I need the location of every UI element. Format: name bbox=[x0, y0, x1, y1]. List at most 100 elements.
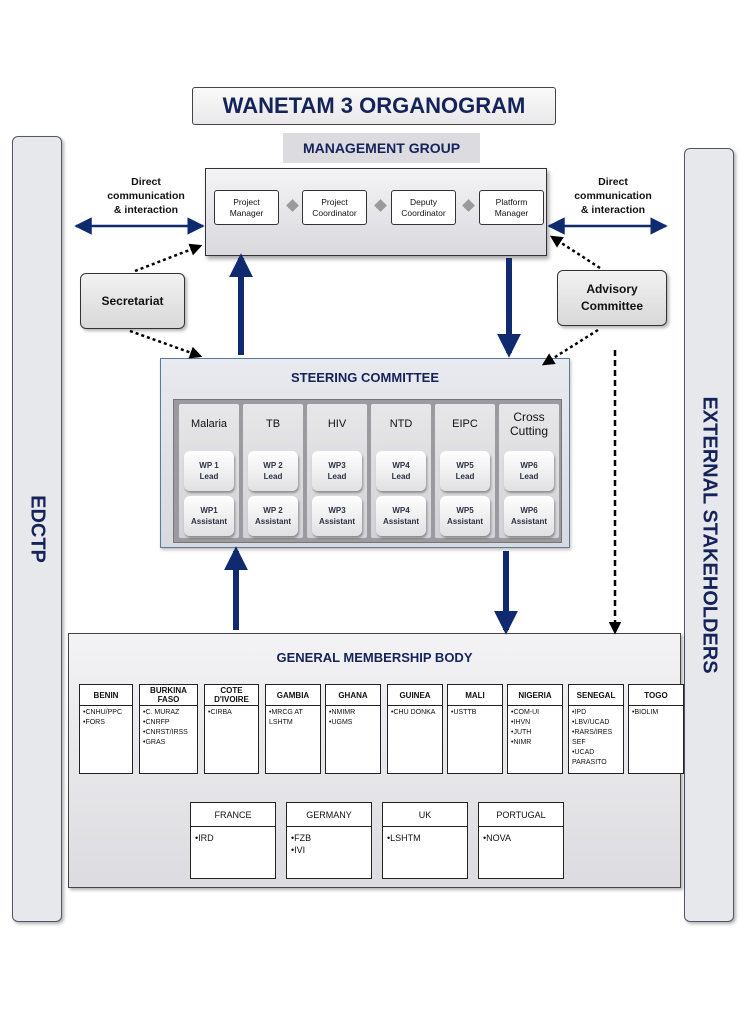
wp-column-name: TB bbox=[265, 418, 281, 430]
member-item: JUTH bbox=[511, 728, 559, 738]
role-deputy-coordinator: Deputy Coordinator bbox=[391, 190, 456, 225]
country-name: FRANCE bbox=[191, 803, 275, 827]
member-list: CNHU/PPC FORS bbox=[80, 706, 132, 728]
member-list: IPD LBV/UCAD RARS/IRES SEF UCAD PARASITO bbox=[569, 706, 623, 768]
country-name: PORTUGAL bbox=[479, 803, 563, 827]
edctp-bar: EDCTP bbox=[12, 136, 62, 922]
wp-assistant-box: WP6 Assistant bbox=[504, 496, 554, 536]
country-name: GUINEA bbox=[388, 685, 442, 706]
country-box-france: FRANCE IRD bbox=[190, 802, 276, 879]
steering-committee-box: STEERING COMMITTEE Malaria WP 1 Lead WP1… bbox=[160, 358, 570, 548]
country-name: BENIN bbox=[80, 685, 132, 706]
member-list: LSHTM bbox=[383, 827, 467, 844]
country-box-portugal: PORTUGAL NOVA bbox=[478, 802, 564, 879]
general-membership-title: GENERAL MEMBERSHIP BODY bbox=[276, 650, 473, 665]
member-item: CNRFP bbox=[143, 718, 194, 728]
member-item: CNHU/PPC bbox=[83, 708, 129, 718]
member-item: IHVN bbox=[511, 718, 559, 728]
member-item: RARS/IRES SEF bbox=[572, 728, 620, 748]
member-list: NMIMR UGMS bbox=[326, 706, 380, 728]
general-membership-box: GENERAL MEMBERSHIP BODY BENIN CNHU/PPC F… bbox=[68, 633, 684, 888]
member-item: FZB bbox=[291, 832, 367, 844]
wp-column-name: EIPC bbox=[452, 418, 478, 430]
member-item: NIMR bbox=[511, 738, 559, 748]
member-item: CHU DONKA bbox=[391, 708, 439, 718]
wp-column-name: HIV bbox=[327, 418, 347, 430]
wp-lead-box: WP4 Lead bbox=[376, 451, 426, 491]
member-list: IRD bbox=[191, 827, 275, 844]
member-item: UGMS bbox=[329, 718, 377, 728]
country-box-burkina-faso: BURKINA FASO C. MURAZ CNRFP CNRST/IRSS G… bbox=[139, 684, 198, 774]
country-box-togo: TOGO BIOLIM bbox=[628, 684, 684, 774]
country-box-mali: MALI USTTB bbox=[447, 684, 503, 774]
country-box-ghana: GHANA NMIMR UGMS bbox=[325, 684, 381, 774]
work-package-panel: Malaria WP 1 Lead WP1 Assistant TB WP 2 … bbox=[173, 399, 562, 543]
wp-lead-box: WP3 Lead bbox=[312, 451, 362, 491]
country-box-nigeria: NIGERIA COM-UI IHVN JUTH NIMR bbox=[507, 684, 563, 774]
country-box-cote-divoire: COTE D'IVOIRE CIRBA bbox=[204, 684, 259, 774]
member-item: IVI bbox=[291, 844, 367, 856]
country-name: MALI bbox=[448, 685, 502, 706]
member-item: IPD bbox=[572, 708, 620, 718]
wp-column: HIV WP3 Lead WP3 Assistant bbox=[307, 404, 367, 538]
advisory-committee-box: Advisory Committee bbox=[557, 270, 667, 326]
external-stakeholders-bar: EXTERNAL STAKEHOLDERS bbox=[684, 148, 734, 922]
member-item: UCAD PARASITO bbox=[572, 748, 620, 768]
member-item: MRCG AT LSHTM bbox=[269, 708, 317, 728]
member-list: C. MURAZ CNRFP CNRST/IRSS GRAS bbox=[140, 706, 197, 748]
member-item: GRAS bbox=[143, 738, 194, 748]
member-list: NOVA bbox=[479, 827, 563, 844]
member-item: IRD bbox=[195, 832, 271, 844]
role-platform-manager: Platform Manager bbox=[479, 190, 544, 225]
country-box-benin: BENIN CNHU/PPC FORS bbox=[79, 684, 133, 774]
member-item: BIOLIM bbox=[632, 708, 680, 718]
wp-column-name: NTD bbox=[389, 418, 413, 430]
advisory-to-management-arrow bbox=[549, 235, 601, 270]
member-item: NMIMR bbox=[329, 708, 377, 718]
wp-column: Cross Cutting WP6 Lead WP6 Assistant bbox=[499, 404, 559, 538]
wp-column: EIPC WP5 Lead WP5 Assistant bbox=[435, 404, 495, 538]
advisory-to-steering-arrow bbox=[541, 328, 599, 366]
member-item: FORS bbox=[83, 718, 129, 728]
country-box-senegal: SENEGAL IPD LBV/UCAD RARS/IRES SEF UCAD … bbox=[568, 684, 624, 774]
member-item: LSHTM bbox=[387, 832, 463, 844]
management-group-box: Project Manager Project Coordinator Depu… bbox=[205, 168, 547, 256]
member-list: BIOLIM bbox=[629, 706, 683, 718]
wp-column-name: Malaria bbox=[190, 418, 228, 430]
wp-lead-box: WP6 Lead bbox=[504, 451, 554, 491]
member-list: FZB IVI bbox=[287, 827, 371, 856]
management-group-label: MANAGEMENT GROUP bbox=[283, 133, 480, 163]
country-name: SENEGAL bbox=[569, 685, 623, 706]
member-item: C. MURAZ bbox=[143, 708, 194, 718]
member-list: COM-UI IHVN JUTH NIMR bbox=[508, 706, 562, 748]
country-box-gambia: GAMBIA MRCG AT LSHTM bbox=[265, 684, 321, 774]
role-project-coordinator: Project Coordinator bbox=[302, 190, 367, 225]
role-project-manager: Project Manager bbox=[214, 190, 279, 225]
wp-lead-box: WP 2 Lead bbox=[248, 451, 298, 491]
wp-column: NTD WP4 Lead WP4 Assistant bbox=[371, 404, 431, 538]
secretariat-to-steering-arrow bbox=[129, 329, 203, 359]
country-box-guinea: GUINEA CHU DONKA bbox=[387, 684, 443, 774]
member-list: MRCG AT LSHTM bbox=[266, 706, 320, 728]
member-item: COM-UI bbox=[511, 708, 559, 718]
wp-column-name: Cross Cutting bbox=[509, 410, 549, 438]
diagram-title: WANETAM 3 ORGANOGRAM bbox=[192, 87, 556, 125]
member-item: CIRBA bbox=[208, 708, 255, 718]
member-item: CNRST/IRSS bbox=[143, 728, 194, 738]
member-item: USTTB bbox=[451, 708, 499, 718]
country-name: BURKINA FASO bbox=[140, 685, 197, 706]
wp-assistant-box: WP5 Assistant bbox=[440, 496, 490, 536]
secretariat-to-management-arrow bbox=[134, 243, 203, 273]
member-list: CHU DONKA bbox=[388, 706, 442, 718]
secretariat-box: Secretariat bbox=[80, 273, 185, 329]
country-name: GERMANY bbox=[287, 803, 371, 827]
steering-committee-title: STEERING COMMITTEE bbox=[290, 370, 440, 385]
wp-lead-box: WP 1 Lead bbox=[184, 451, 234, 491]
wp-lead-box: WP5 Lead bbox=[440, 451, 490, 491]
country-name: NIGERIA bbox=[508, 685, 562, 706]
member-list: USTTB bbox=[448, 706, 502, 718]
country-name: GAMBIA bbox=[266, 685, 320, 706]
country-name: TOGO bbox=[629, 685, 683, 706]
country-name: COTE D'IVOIRE bbox=[205, 685, 258, 706]
